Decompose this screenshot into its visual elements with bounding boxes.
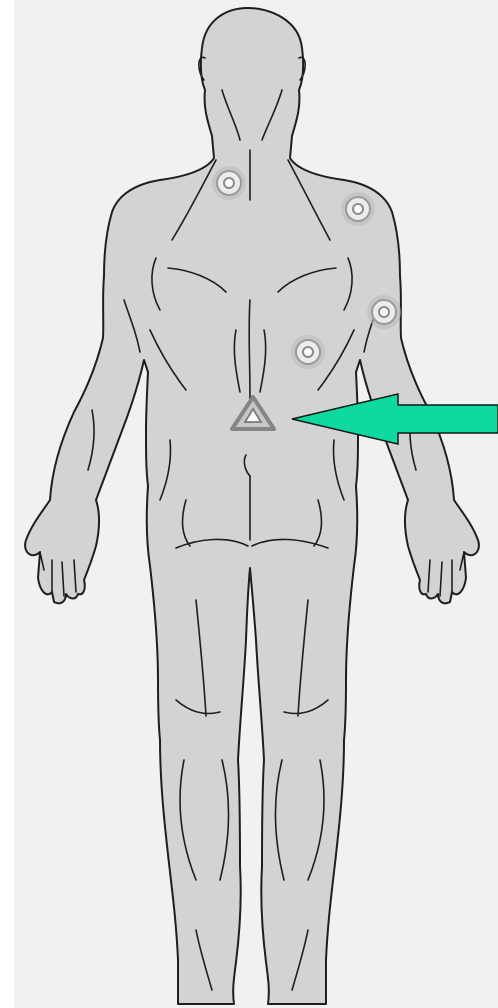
marker-left-elbow-circle-icon [367, 295, 401, 329]
spine-mid [249, 300, 250, 400]
marker-inner-dot [353, 204, 363, 214]
marker-mid-back-circle-icon [291, 335, 325, 369]
scan-margin [0, 0, 14, 1008]
marker-inner-dot [224, 178, 234, 188]
marker-left-shoulder-circle-icon [341, 192, 375, 226]
marker-neck-circle-icon [212, 166, 246, 200]
marker-inner-dot [303, 347, 313, 357]
marker-inner-dot [379, 307, 389, 317]
